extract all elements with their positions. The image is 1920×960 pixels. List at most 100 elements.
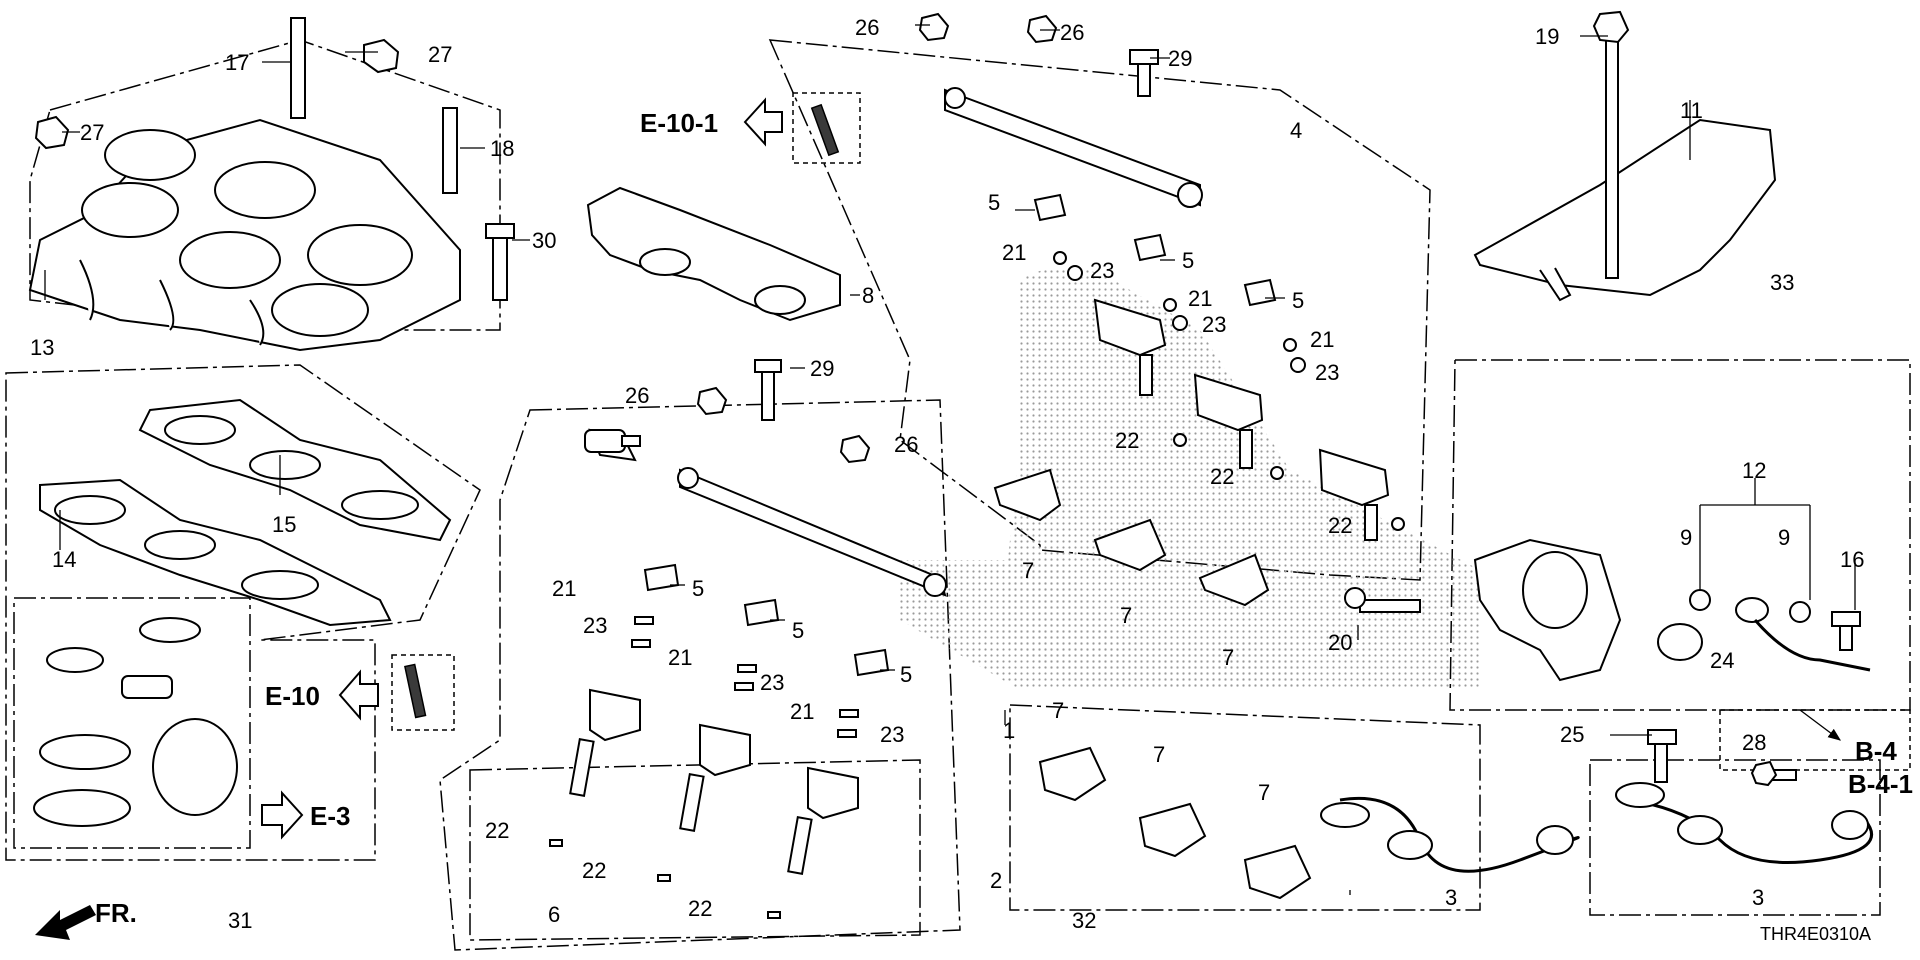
ref-label-e3: E-3 xyxy=(310,801,350,831)
union-12 xyxy=(1735,597,1871,672)
oring-9a xyxy=(1689,589,1711,611)
label-26-b: 26 xyxy=(1060,20,1084,45)
seal-kit-parts xyxy=(33,617,238,827)
fuel-line-3-right xyxy=(1615,782,1873,864)
gasket-15 xyxy=(138,398,452,542)
label-5-e: 5 xyxy=(792,618,804,643)
nut-26-mid-b xyxy=(839,434,871,464)
bolt-29-top xyxy=(1129,49,1159,97)
group-box-3-left xyxy=(1009,704,1481,911)
label-8: 8 xyxy=(862,283,874,308)
front-label: FR. xyxy=(95,898,137,928)
label-7-b: 7 xyxy=(1120,603,1132,628)
label-7-a: 7 xyxy=(1022,558,1034,583)
ref-arrow-e3[interactable]: E-3 xyxy=(261,790,350,840)
bolt-16 xyxy=(1831,611,1861,651)
label-4: 4 xyxy=(1290,118,1302,143)
label-21-b: 21 xyxy=(1188,286,1212,311)
label-26-c: 26 xyxy=(625,383,649,408)
injector-left-2 xyxy=(679,723,751,832)
injector-right-2 xyxy=(1193,373,1264,469)
fuel-line-3-left xyxy=(1320,796,1580,873)
group-box-seal-kit xyxy=(13,597,251,849)
group-box-intake-manifold xyxy=(29,39,501,331)
group-box-gaskets-31 xyxy=(5,364,481,861)
ghost-lower-area xyxy=(900,560,1300,690)
label-5-c: 5 xyxy=(1292,288,1304,313)
nut-27-top xyxy=(363,38,400,74)
label-26-d: 26 xyxy=(894,432,918,457)
stud-18 xyxy=(442,107,458,194)
label-26-a: 26 xyxy=(855,15,879,40)
nut-26-top-a xyxy=(918,12,950,42)
ref-label-b4[interactable]: B-4 xyxy=(1855,736,1897,766)
label-16: 16 xyxy=(1840,547,1864,572)
group-box-ref-e10-1 xyxy=(792,92,861,164)
label-29-a: 29 xyxy=(1168,46,1192,71)
injector-right-1 xyxy=(1093,298,1167,396)
label-30: 30 xyxy=(532,228,556,253)
nut-26-top-b xyxy=(1026,14,1058,44)
label-22-d: 22 xyxy=(485,818,509,843)
label-9-b: 9 xyxy=(1778,525,1790,550)
label-20: 20 xyxy=(1328,630,1352,655)
label-29-b: 29 xyxy=(810,356,834,381)
ref-label-e10-1: E-10-1 xyxy=(640,108,718,138)
label-5-a: 5 xyxy=(988,190,1000,215)
bolt-19 xyxy=(1592,10,1630,279)
label-21-a: 21 xyxy=(1002,240,1026,265)
gasket-14 xyxy=(39,478,392,627)
label-1: 1 xyxy=(1003,718,1015,743)
ref-arrow-e10-1[interactable]: E-10-1 xyxy=(640,97,783,147)
label-9-a: 9 xyxy=(1680,525,1692,550)
injector-left-3 xyxy=(787,766,859,875)
group-box-right-rail-4 xyxy=(768,39,1431,581)
clips-left xyxy=(549,563,890,919)
label-5-f: 5 xyxy=(900,662,912,687)
ghost-rear-engine-area xyxy=(1000,267,1480,690)
front-arrow-icon xyxy=(35,905,96,940)
bolt-30 xyxy=(485,223,515,301)
bolt-25 xyxy=(1647,729,1677,783)
spring-e10-1 xyxy=(810,103,840,157)
nut-26-mid-a xyxy=(696,386,728,416)
label-7-e: 7 xyxy=(1153,742,1165,767)
stud-17 xyxy=(290,17,306,119)
ref-arrow-e10[interactable]: E-10 xyxy=(265,669,379,721)
label-2: 2 xyxy=(990,868,1002,893)
oring-24 xyxy=(1657,623,1703,661)
label-7-f: 7 xyxy=(1258,780,1270,805)
label-24: 24 xyxy=(1710,648,1734,673)
group-box-6-injectors xyxy=(469,759,921,941)
ref-label-b4-1[interactable]: B-4-1 xyxy=(1848,769,1913,799)
label-22-a: 22 xyxy=(1115,428,1139,453)
heat-shield-11 xyxy=(1473,118,1777,302)
group-box-b4 xyxy=(1719,709,1911,771)
label-21-d: 21 xyxy=(552,576,576,601)
group-box-ref-e10 xyxy=(391,654,455,731)
label-13: 13 xyxy=(30,335,54,360)
label-15: 15 xyxy=(272,512,296,537)
part-number-labels: 1 2 3 3 4 5 5 5 5 5 5 6 7 7 7 7 7 7 8 9 … xyxy=(30,15,1864,933)
oring-9b xyxy=(1789,601,1811,623)
spring-e10 xyxy=(404,663,427,719)
label-7-d: 7 xyxy=(1052,698,1064,723)
clips-right xyxy=(1033,193,1405,531)
label-21-f: 21 xyxy=(790,699,814,724)
label-21-c: 21 xyxy=(1310,327,1334,352)
brackets-7-lower xyxy=(1038,746,1312,900)
label-18: 18 xyxy=(490,136,514,161)
label-22-b: 22 xyxy=(1210,464,1234,489)
label-3-left: 3 xyxy=(1445,885,1457,910)
label-11: 11 xyxy=(1680,98,1703,123)
label-23-f: 23 xyxy=(880,722,904,747)
bolt-29-mid xyxy=(754,359,782,421)
ref-label-e10: E-10 xyxy=(265,681,320,711)
label-3-right: 3 xyxy=(1752,885,1764,910)
bolt-28 xyxy=(1750,760,1797,787)
label-27-a: 27 xyxy=(428,42,452,67)
label-33: 33 xyxy=(1770,270,1794,295)
label-19: 19 xyxy=(1535,24,1559,49)
label-31: 31 xyxy=(228,908,252,933)
